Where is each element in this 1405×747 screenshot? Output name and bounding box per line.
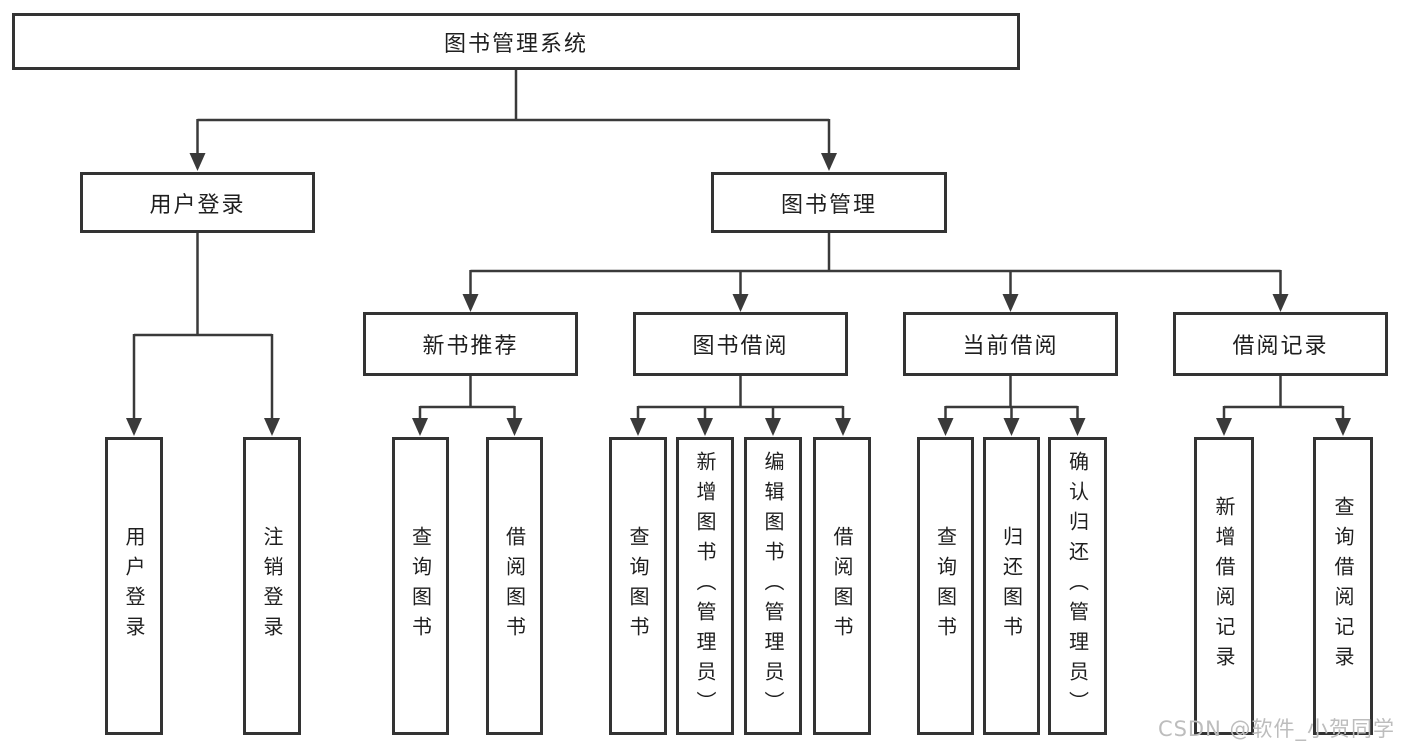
leaf-add-borrow-record: 新增借阅记录 (1194, 437, 1254, 735)
leaf-query-borrow-record-label: 查询借阅记录 (1331, 496, 1355, 676)
node-root: 图书管理系统 (12, 13, 1020, 70)
node-current-borrow: 当前借阅 (903, 312, 1118, 376)
leaf-current-query-books-label: 查询图书 (933, 526, 958, 646)
leaf-confirm-return-admin: 确认归还（管理员） (1048, 437, 1107, 735)
leaf-return-books: 归还图书 (983, 437, 1040, 735)
leaf-user-login-label: 用户登录 (122, 526, 146, 646)
node-book-management: 图书管理 (711, 172, 947, 233)
leaf-return-books-label: 归还图书 (999, 526, 1024, 646)
node-current-borrow-label: 当前借阅 (962, 334, 1059, 359)
node-user-login-label: 用户登录 (149, 192, 246, 218)
leaf-recommend-borrow-books-label: 借阅图书 (502, 526, 527, 646)
leaf-borrow-books-label: 借阅图书 (830, 526, 854, 646)
leaf-recommend-query-books-label: 查询图书 (408, 526, 433, 646)
leaf-add-borrow-record-label: 新增借阅记录 (1212, 496, 1236, 676)
leaf-borrow-books: 借阅图书 (813, 437, 871, 735)
leaf-user-login: 用户登录 (105, 437, 163, 735)
leaf-logout: 注销登录 (243, 437, 301, 735)
leaf-edit-books-admin: 编辑图书（管理员） (744, 437, 802, 735)
leaf-add-books-admin: 新增图书（管理员） (676, 437, 734, 735)
leaf-borrow-query-books: 查询图书 (609, 437, 667, 735)
node-borrow-records-label: 借阅记录 (1232, 334, 1329, 359)
node-book-management-label: 图书管理 (780, 192, 877, 218)
leaf-confirm-return-admin-label: 确认归还（管理员） (1065, 451, 1090, 721)
node-new-book-recommend: 新书推荐 (363, 312, 578, 376)
node-book-borrow: 图书借阅 (633, 312, 848, 376)
leaf-edit-books-admin-label: 编辑图书（管理员） (761, 451, 785, 721)
leaf-current-query-books: 查询图书 (917, 437, 974, 735)
leaf-borrow-query-books-label: 查询图书 (626, 526, 650, 646)
node-user-login: 用户登录 (80, 172, 315, 233)
node-root-label: 图书管理系统 (443, 31, 588, 57)
node-book-borrow-label: 图书借阅 (692, 334, 789, 359)
leaf-logout-label: 注销登录 (260, 526, 284, 646)
watermark: CSDN @软件_小贺同学 (1157, 717, 1395, 741)
node-borrow-records: 借阅记录 (1173, 312, 1388, 376)
leaf-query-borrow-record: 查询借阅记录 (1313, 437, 1373, 735)
node-new-book-recommend-label: 新书推荐 (422, 334, 519, 359)
leaf-recommend-query-books: 查询图书 (392, 437, 449, 735)
leaf-recommend-borrow-books: 借阅图书 (486, 437, 543, 735)
leaf-add-books-admin-label: 新增图书（管理员） (693, 451, 717, 721)
